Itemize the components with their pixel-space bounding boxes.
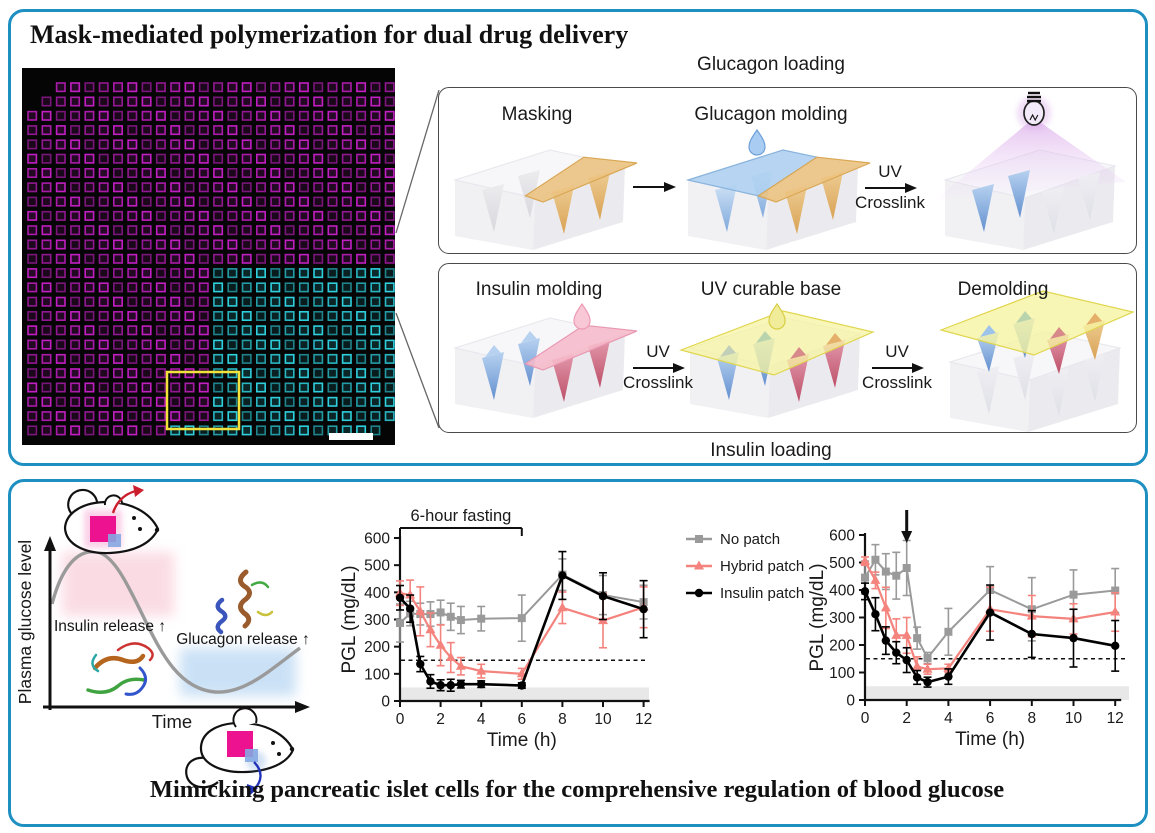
svg-text:500: 500 [364, 558, 390, 575]
glucose-schematic: Plasma glucose level Time [15, 485, 310, 797]
microneedle-schematics [453, 91, 1135, 432]
svg-text:6-hour fasting: 6-hour fasting [410, 507, 511, 525]
svg-text:10: 10 [1065, 710, 1083, 727]
insulin-release-zone [62, 552, 174, 616]
bottom-panel-box [8, 479, 1148, 827]
svg-text:6: 6 [986, 710, 995, 727]
svg-text:4: 4 [477, 711, 486, 728]
patch-glucagon-corner [245, 749, 258, 762]
patch-insulin-corner [108, 534, 121, 547]
series-insulin-patch [860, 582, 1120, 688]
svg-text:8: 8 [1027, 710, 1036, 727]
svg-text:400: 400 [364, 585, 390, 602]
svg-text:0: 0 [861, 710, 870, 727]
micrograph-array [27, 82, 395, 436]
svg-text:500: 500 [829, 555, 855, 572]
glucose-sine-curve [50, 550, 302, 694]
svg-text:No patch: No patch [720, 531, 780, 548]
glucagon-molding-label: Glucagon molding [694, 104, 848, 125]
roi-box [165, 370, 241, 431]
svg-text:300: 300 [829, 610, 855, 627]
uv-curable-base-block [679, 302, 875, 418]
svg-text:2: 2 [902, 710, 911, 727]
svg-text:4: 4 [944, 710, 953, 727]
mouse-illustration-bottom [185, 707, 295, 797]
masking-label: Masking [501, 104, 573, 125]
mouse-tail [185, 756, 219, 789]
crosslink-label-2: Crosslink [623, 373, 693, 392]
connector-line-top [395, 89, 440, 234]
svg-text:12: 12 [635, 711, 652, 728]
y-axis-arrowhead [44, 536, 56, 551]
svg-text:600: 600 [364, 531, 390, 548]
top-panel-box [8, 9, 1148, 466]
svg-text:300: 300 [364, 612, 390, 629]
insulin-protein-structure [86, 642, 154, 696]
masking-block [453, 149, 638, 250]
svg-text:400: 400 [829, 583, 855, 600]
uv-label-3: UV [885, 342, 909, 361]
glucagon-release-label: Glucagon release ↑ [176, 631, 310, 648]
insulin-molding-block [453, 302, 638, 418]
svg-text:12: 12 [1107, 710, 1124, 727]
svg-text:PGL (mg/dL): PGL (mg/dL) [807, 563, 828, 671]
chart-1: 0 100 200 300 400 500 600 0 2 4 6 8 10 12 PGL (mg/dL) T… [339, 507, 652, 751]
insulin-release-arrow [111, 489, 137, 514]
uv-label-1: UV [878, 162, 902, 181]
top-panel-title: Mask-mediated polymerization for dual dr… [30, 20, 629, 49]
svg-text:8: 8 [558, 711, 567, 728]
svg-text:200: 200 [829, 638, 855, 655]
svg-text:200: 200 [364, 639, 390, 656]
svg-text:2: 2 [436, 711, 445, 728]
glucagon-molding-block [685, 128, 871, 250]
x-axis-arrowhead [295, 701, 310, 713]
insulin-release-label: Insulin release ↑ [53, 618, 167, 635]
svg-text:10: 10 [594, 711, 612, 728]
svg-text:0: 0 [396, 711, 405, 728]
svg-text:PGL (mg/dL): PGL (mg/dL) [339, 565, 360, 673]
uv-label-2: UV [646, 342, 670, 361]
svg-text:100: 100 [829, 665, 855, 682]
svg-text:Insulin patch: Insulin patch [720, 585, 804, 602]
series-no-patch [396, 558, 648, 643]
mouse-illustration-top [63, 485, 160, 555]
svg-text:0: 0 [381, 694, 390, 711]
series-insulin-patch [395, 550, 648, 693]
svg-text:Time (h): Time (h) [955, 729, 1025, 750]
crosslink-label-1: Crosslink [855, 193, 925, 212]
connector-line-bottom [395, 312, 440, 429]
schematic-ylabel: Plasma glucose level [15, 540, 35, 704]
svg-text:6: 6 [517, 711, 526, 728]
chart-2: 0 100 200 300 400 500 600 0 2 4 6 8 10 12 PGL (mg/dL) T… [807, 510, 1129, 750]
svg-text:Hybrid patch: Hybrid patch [720, 558, 804, 575]
svg-text:600: 600 [829, 528, 855, 545]
bottom-panel-title: Mimicking pancreatic islet cells for the… [149, 776, 1005, 803]
glucagon-protein-structure [215, 569, 274, 635]
svg-text:100: 100 [364, 666, 390, 683]
insulin-molding-label: Insulin molding [475, 279, 603, 300]
svg-text:Time (h): Time (h) [487, 730, 557, 751]
scale-bar [329, 433, 373, 440]
insulin-loading-label: Insulin loading [710, 440, 832, 461]
uv-curable-base-label: UV curable base [700, 279, 842, 300]
schematic-xlabel: Time [152, 711, 192, 732]
demolding-block [939, 290, 1135, 432]
glucagon-loading-label: Glucagon loading [697, 54, 845, 75]
uv-crosslink-block [935, 91, 1126, 250]
demolding-label: Demolding [957, 279, 1049, 300]
svg-text:0: 0 [846, 693, 855, 710]
crosslink-label-3: Crosslink [862, 373, 932, 392]
